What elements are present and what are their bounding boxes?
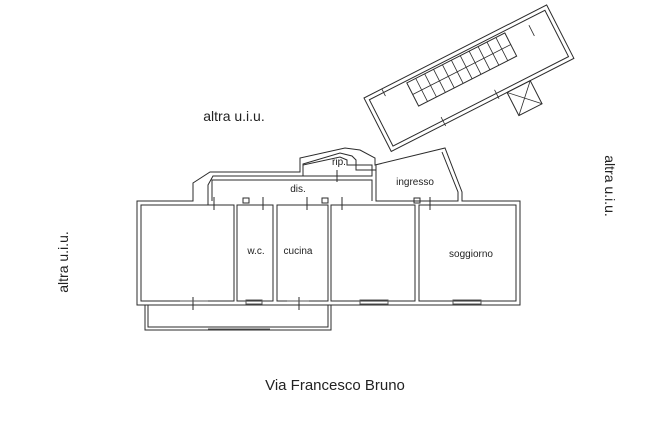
street-label: Via Francesco Bruno bbox=[265, 377, 405, 394]
room-label-soggiorno: soggiorno bbox=[449, 249, 493, 260]
balcony bbox=[144, 305, 332, 331]
room-label-cucina: cucina bbox=[284, 246, 313, 257]
room-label-dis: dis. bbox=[290, 184, 306, 195]
room-wc bbox=[236, 204, 274, 302]
room-bedroom-1 bbox=[140, 204, 235, 302]
room-dis bbox=[211, 179, 373, 201]
staircase-block bbox=[363, 4, 575, 153]
neighbor-label-left: altra u.i.u. bbox=[55, 231, 71, 292]
room-soggiorno bbox=[418, 204, 517, 302]
outer-walls bbox=[136, 147, 521, 306]
door-marks bbox=[192, 170, 431, 310]
room-label-ingresso: ingresso bbox=[396, 177, 434, 188]
rooms bbox=[140, 151, 517, 302]
room-ingresso bbox=[375, 151, 459, 202]
room-rip bbox=[302, 156, 373, 177]
windows bbox=[180, 299, 482, 305]
room-label-wc: w.c. bbox=[246, 246, 264, 257]
neighbor-label-right: altra u.i.u. bbox=[602, 155, 618, 216]
room-label-rip: rip. bbox=[332, 157, 346, 168]
neighbor-label-top: altra u.i.u. bbox=[203, 108, 264, 124]
room-bedroom-2 bbox=[330, 204, 416, 302]
